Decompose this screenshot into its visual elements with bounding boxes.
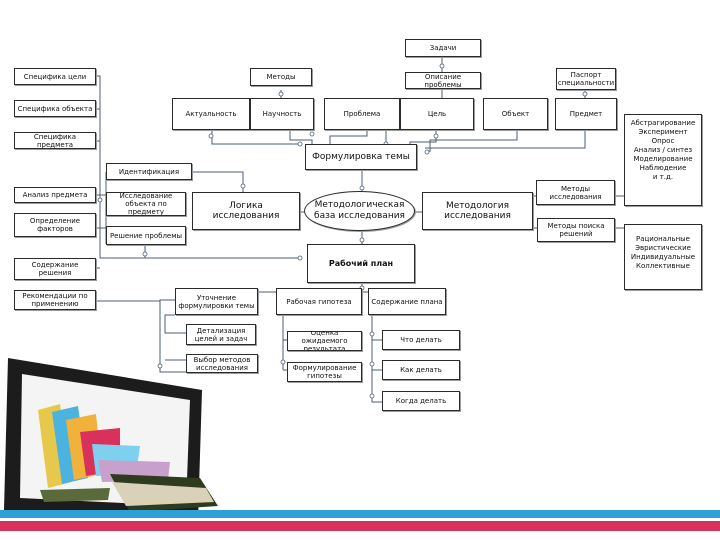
node-problem: Проблема [324, 98, 400, 130]
node-plan-content: Содержание плана [368, 288, 446, 315]
node-object: Объект [483, 98, 548, 130]
node-methods-top: Методы [250, 68, 312, 86]
node-novelty: Научность [250, 98, 314, 130]
node-relevance: Актуальность [172, 98, 250, 130]
node-refine-topic: Уточнение формулировки темы [175, 288, 258, 315]
node-research-object: Исследование объекта по предмету [106, 192, 186, 216]
list-item: Абстрагирование [630, 119, 696, 127]
node-choose-methods: Выбор методов исследования [186, 354, 258, 373]
node-logic: Логика исследования [192, 192, 300, 230]
list-item: Эвристические [635, 244, 691, 252]
list-empirical-methods: Абстрагирование Эксперимент Опрос Анализ… [624, 114, 702, 206]
laptop-books-illustration [4, 358, 236, 528]
node-what-do: Что делать [382, 330, 460, 350]
node-work-hypothesis: Рабочая гипотеза [276, 288, 362, 315]
node-methodology-base: Методологическая база исследования [304, 191, 415, 231]
node-goal: Цель [400, 98, 474, 130]
list-search-methods: Рациональные Эвристические Индивидуальны… [624, 224, 702, 290]
node-spec-object: Специфика объекта [14, 100, 96, 117]
node-content-solution: Содержание решения [14, 258, 96, 280]
node-subject: Предмет [555, 98, 617, 130]
node-identification: Идентификация [106, 163, 192, 180]
node-when-do: Когда делать [382, 391, 460, 411]
node-detail-goals: Детализация целей и задач [186, 324, 256, 345]
node-search-methods: Методы поиска решений [537, 218, 615, 242]
node-evaluate-result: Оценка ожидаемого результата [287, 331, 362, 351]
node-analysis-subject: Анализ предмета [14, 187, 96, 203]
node-factors: Определение факторов [14, 213, 96, 237]
list-item: Коллективные [636, 262, 690, 270]
list-item: Индивидуальные [630, 253, 696, 261]
node-research-methods: Методы исследования [536, 180, 615, 205]
node-methodology: Методология исследования [422, 192, 533, 230]
node-spec-subject: Специфика предмета [14, 132, 96, 149]
node-recommendations: Рекомендации по применению [14, 290, 96, 310]
node-work-plan: Рабочий план [307, 244, 415, 283]
node-passport: Паспорт специальности [556, 68, 616, 90]
list-item: и т.д. [652, 173, 674, 181]
list-item: Опрос [651, 137, 675, 145]
node-problem-desc: Описание проблемы [405, 72, 481, 89]
node-tasks: Задачи [405, 39, 481, 57]
list-item: Рациональные [636, 235, 690, 243]
list-item: Эксперимент [638, 128, 688, 136]
node-spec-goal: Специфика цели [14, 68, 96, 85]
list-item: Наблюдение [639, 164, 687, 172]
node-how-do: Как делать [382, 360, 460, 380]
footer-stripe-red [0, 521, 720, 531]
footer-stripe-blue [0, 510, 720, 518]
node-formulate-hypothesis: Формулирование гипотезы [287, 362, 362, 382]
list-item: Анализ / синтез [633, 146, 693, 154]
footer-stripe-white [0, 518, 720, 521]
node-topic: Формулировка темы [305, 144, 417, 170]
node-problem-solution: Решение проблемы [106, 226, 186, 245]
list-item: Моделирование [633, 155, 693, 163]
